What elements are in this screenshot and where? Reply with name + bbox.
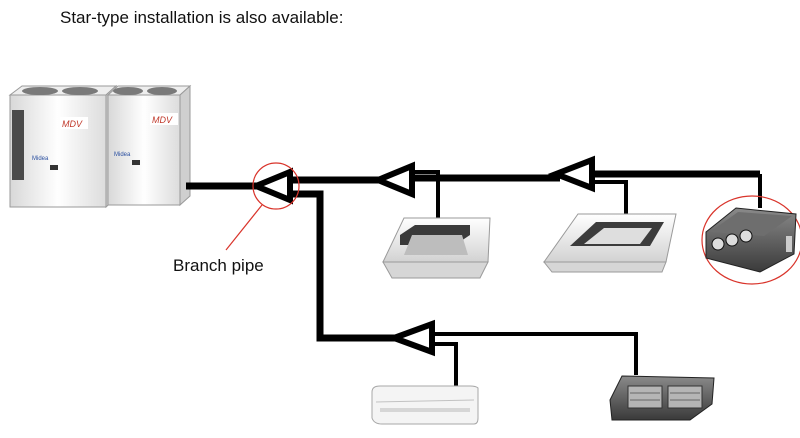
outdoor-brand-small-right: Midea: [114, 152, 131, 158]
wall-mounted-unit: [371, 385, 479, 425]
cassette-unit-4way: [382, 217, 491, 279]
lower-branch-2-pipe: [432, 342, 458, 388]
ducted-unit-highlighted: [701, 195, 800, 285]
outdoor-module-left: MDV Midea: [8, 84, 118, 209]
outdoor-brand-mark-left: MDV: [62, 119, 83, 129]
branch-joint-lower: [385, 319, 435, 357]
outdoor-brand-small-left: Midea: [32, 156, 49, 162]
branch-joint-main: [248, 167, 293, 205]
page-title: Star-type installation is also available…: [60, 8, 344, 27]
outdoor-module-right: MDV Midea: [106, 84, 192, 207]
branch-joints: [248, 155, 595, 357]
ducted-unit-highlight-circle: [701, 195, 800, 285]
branch-joint-top-2: [547, 155, 595, 193]
outdoor-brand-mark-right: MDV: [152, 115, 173, 125]
top-trunk-pipe: [288, 170, 760, 184]
branch-pipe-leader-line: [225, 204, 263, 251]
branch-pipe-label: Branch pipe: [173, 256, 264, 275]
refrigerant-pipes: [186, 170, 762, 388]
lower-trunk-pipe: [290, 190, 395, 342]
outdoor-unit: MDV Midea MDV Midea: [8, 84, 192, 209]
cassette-unit-1way: [542, 213, 677, 273]
upper-branch-1-pipe: [410, 170, 440, 218]
ceiling-suspended-unit: [609, 375, 715, 421]
lower-branch-1-pipe: [432, 332, 638, 375]
branch-pipe-highlight-circle: [252, 162, 300, 210]
upper-branch-2-pipe: [588, 180, 628, 218]
branch-joint-top-1: [370, 161, 415, 199]
